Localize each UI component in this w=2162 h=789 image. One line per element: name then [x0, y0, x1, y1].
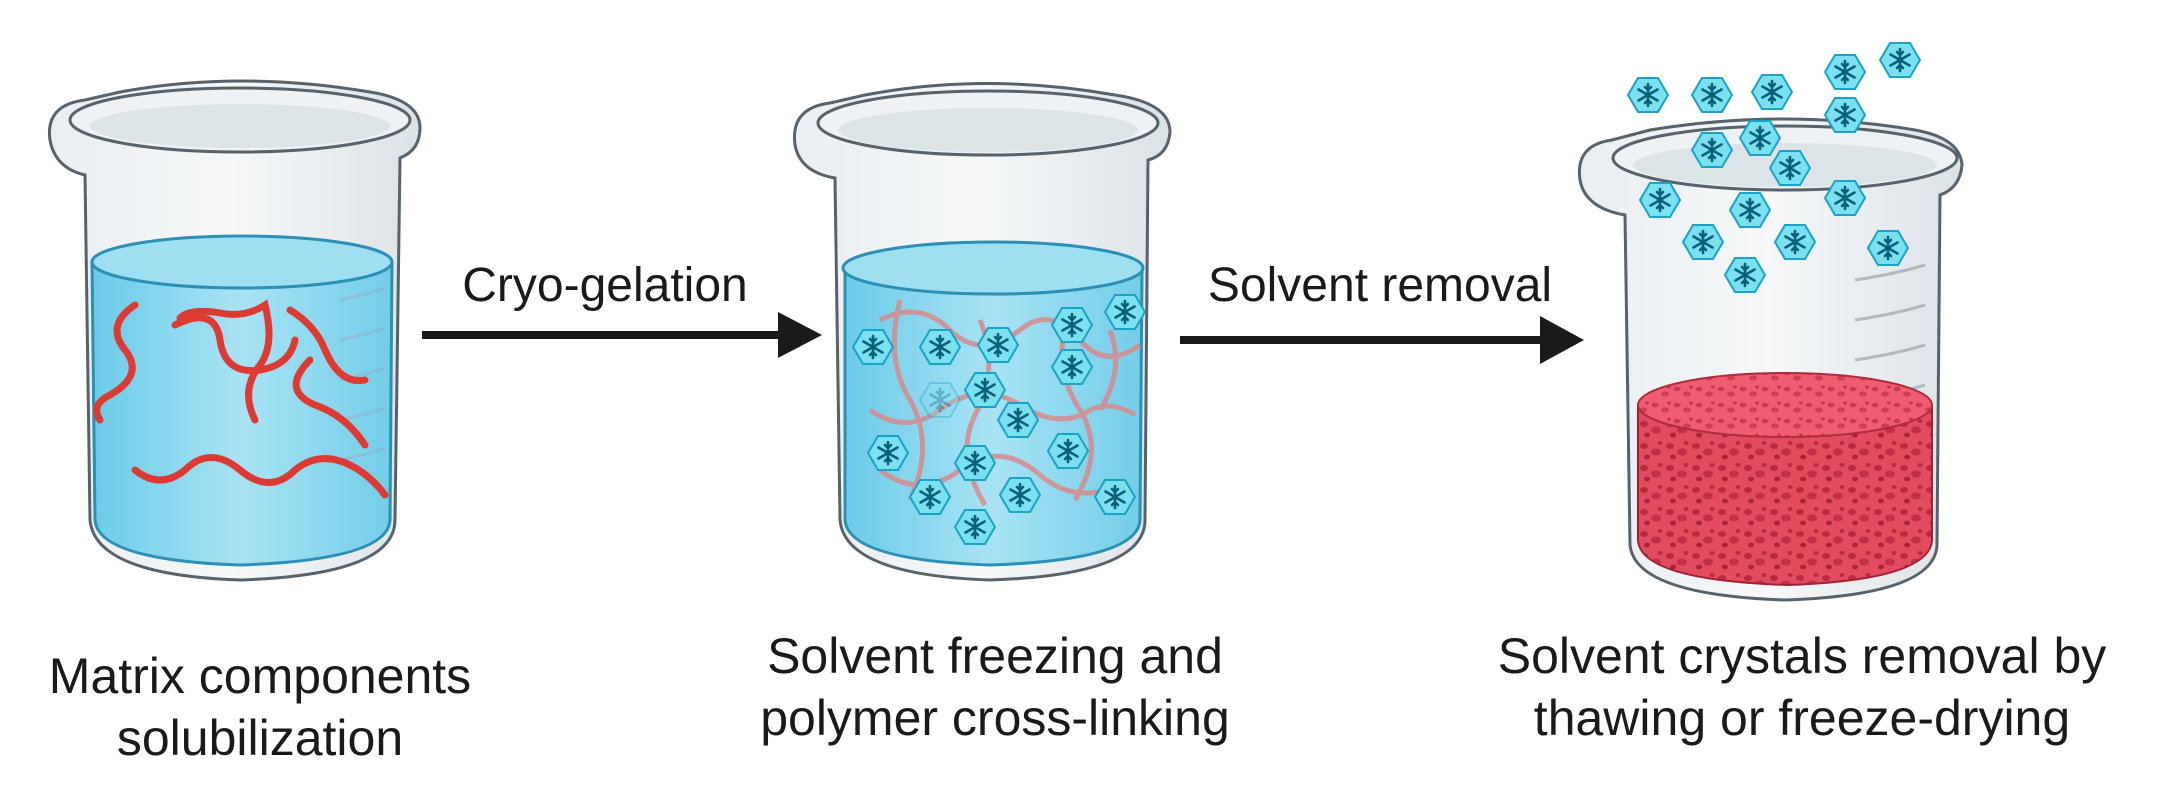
- step-1-caption-line1: Matrix components: [48, 648, 472, 704]
- step-2-caption-line1: Solvent freezing and: [767, 628, 1223, 684]
- step-3-caption-line1: Solvent crystals removal by: [1497, 628, 2107, 684]
- water: [90, 245, 394, 567]
- arrow-label-cryo-gelation: Cryo-gelation: [462, 259, 748, 312]
- arrow-right-icon: [1540, 316, 1584, 364]
- polymer-strands: [93, 299, 389, 499]
- arrow-1: [422, 312, 822, 358]
- beaker-3: [1577, 41, 1964, 602]
- arrow-2: [1180, 316, 1584, 364]
- step-1-caption-line2: solubilization: [116, 710, 404, 766]
- arrow-right-icon: [778, 312, 822, 358]
- beaker-1: [47, 79, 422, 582]
- arrow-label-solvent-removal: Solvent removal: [1207, 259, 1553, 312]
- step-3-caption: Solvent crystals removal by thawing or f…: [1462, 625, 2142, 749]
- porous-scaffold: [1637, 372, 1933, 587]
- step-2-caption-line2: polymer cross-linking: [760, 690, 1230, 746]
- beaker-2: [792, 82, 1172, 582]
- step-1-caption: Matrix components solubilization: [0, 645, 520, 769]
- step-3-caption-line2: thawing or freeze-drying: [1533, 690, 2071, 746]
- step-2-caption: Solvent freezing and polymer cross-linki…: [715, 625, 1275, 749]
